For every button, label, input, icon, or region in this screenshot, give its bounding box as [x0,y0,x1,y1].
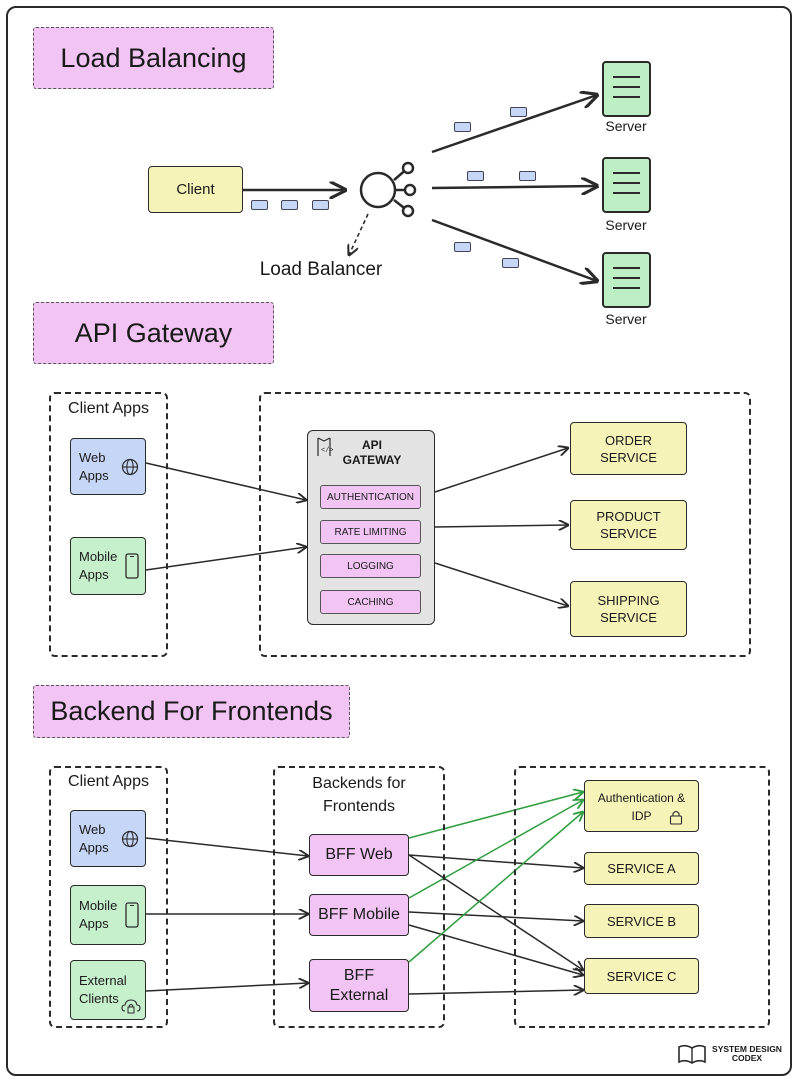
packet [454,122,471,132]
load-balancer-icon [359,161,417,218]
bff-external-box: BFF External [309,959,409,1012]
backends-group [273,766,445,1028]
service-a-label: SERVICE A [607,861,676,876]
mobile-apps-box: Mobile Apps [70,537,146,595]
feature-logging: LOGGING [320,554,421,578]
load-balancer-label: Load Balancer [259,259,383,280]
section-title-text: Load Balancing [60,42,247,73]
packet [454,242,471,252]
balancer-label-pointer [349,213,369,255]
lb-to-server3-arrow [431,218,597,281]
packet [251,200,268,210]
server-label: Server [605,311,647,327]
feature-authentication: AUTHENTICATION [320,485,421,509]
client-apps-label: Client Apps [68,400,149,417]
auth-idp-box: Authentication & IDP [584,780,699,832]
feature-caching: CACHING [320,590,421,614]
order-service-label: ORDER SERVICE [600,432,657,465]
gateway-title: API GATEWAY [342,438,402,467]
api-arrows [145,448,568,606]
section-title-bff: Backend For Frontends [33,685,350,738]
mobile-apps-label: Mobile Apps [79,898,118,931]
bff-arrows [145,837,583,994]
mobile-apps-label: Mobile Apps [79,549,118,582]
section-title-load-balancing: Load Balancing [33,27,274,89]
cloud-lock-icon [121,999,141,1014]
logo-text: SYSTEM DESIGN CODEX [712,1044,782,1063]
web-apps-label: Web Apps [79,821,109,855]
packet [467,171,484,181]
gateway-icon: </> [317,437,334,456]
packet [281,200,298,210]
server-label: Server [605,118,647,134]
bff-client-apps-group [49,766,168,1028]
packet [312,200,329,210]
shipping-service-box: SHIPPING SERVICE [570,581,687,637]
external-clients-box: External Clients [70,960,146,1020]
service-a-box: SERVICE A [584,852,699,885]
auth-idp-label: Authentication & IDP [597,791,686,823]
lb-arrows [243,95,597,281]
service-b-box: SERVICE B [584,904,699,938]
service-b-label: SERVICE B [606,913,677,929]
packet [519,171,536,181]
packet [510,107,527,117]
bff-external-label: BFF External [329,966,389,1004]
lb-to-server1-arrow [431,95,597,154]
server-icon [602,157,651,213]
client-apps-group [49,392,168,657]
bff-web-box: BFF Web [309,834,409,876]
service-c-box: SERVICE C [584,958,699,994]
lock-icon [669,810,683,825]
phone-icon [125,553,139,579]
web-apps-label: Web Apps [79,449,109,483]
server-icon [602,252,651,308]
client-label: Client [176,181,215,198]
server-label: Server [605,217,647,233]
bff-auth-arrows [408,792,583,963]
server-icon [602,61,651,117]
bff-mobile-label: BFF Mobile [318,906,400,923]
book-logo-icon [678,1044,706,1064]
web-apps-box: Web Apps [70,438,146,495]
product-service-label: PRODUCT SERVICE [596,509,661,541]
bff-mobile-box: BFF Mobile [309,894,409,936]
section-title-text: API Gateway [74,317,233,348]
backends-title: Backends for Frontends [312,775,406,815]
lb-to-server2-arrow [431,186,597,188]
client-apps-label: Client Apps [68,773,149,790]
service-c-label: SERVICE C [606,968,677,984]
client-box: Client [148,166,243,213]
bff-mobile-apps-box: Mobile Apps [70,885,146,945]
svg-text:</>: </> [321,447,334,455]
page-frame [6,6,792,1076]
section-title-api-gateway: API Gateway [33,302,274,364]
bff-web-apps-box: Web Apps [70,810,146,867]
order-service-box: ORDER SERVICE [570,422,687,475]
shipping-service-label: SHIPPING SERVICE [597,593,660,625]
product-service-box: PRODUCT SERVICE [570,500,687,550]
globe-icon [121,830,139,848]
bff-web-label: BFF Web [325,846,393,863]
packet [502,258,519,268]
feature-rate-limiting: RATE LIMITING [320,520,421,544]
phone-icon [125,902,139,928]
gateway-group [259,392,751,657]
section-title-text: Backend For Frontends [50,696,333,726]
globe-icon [121,458,139,476]
external-clients-label: External Clients [79,973,127,1006]
services-group [514,766,770,1028]
